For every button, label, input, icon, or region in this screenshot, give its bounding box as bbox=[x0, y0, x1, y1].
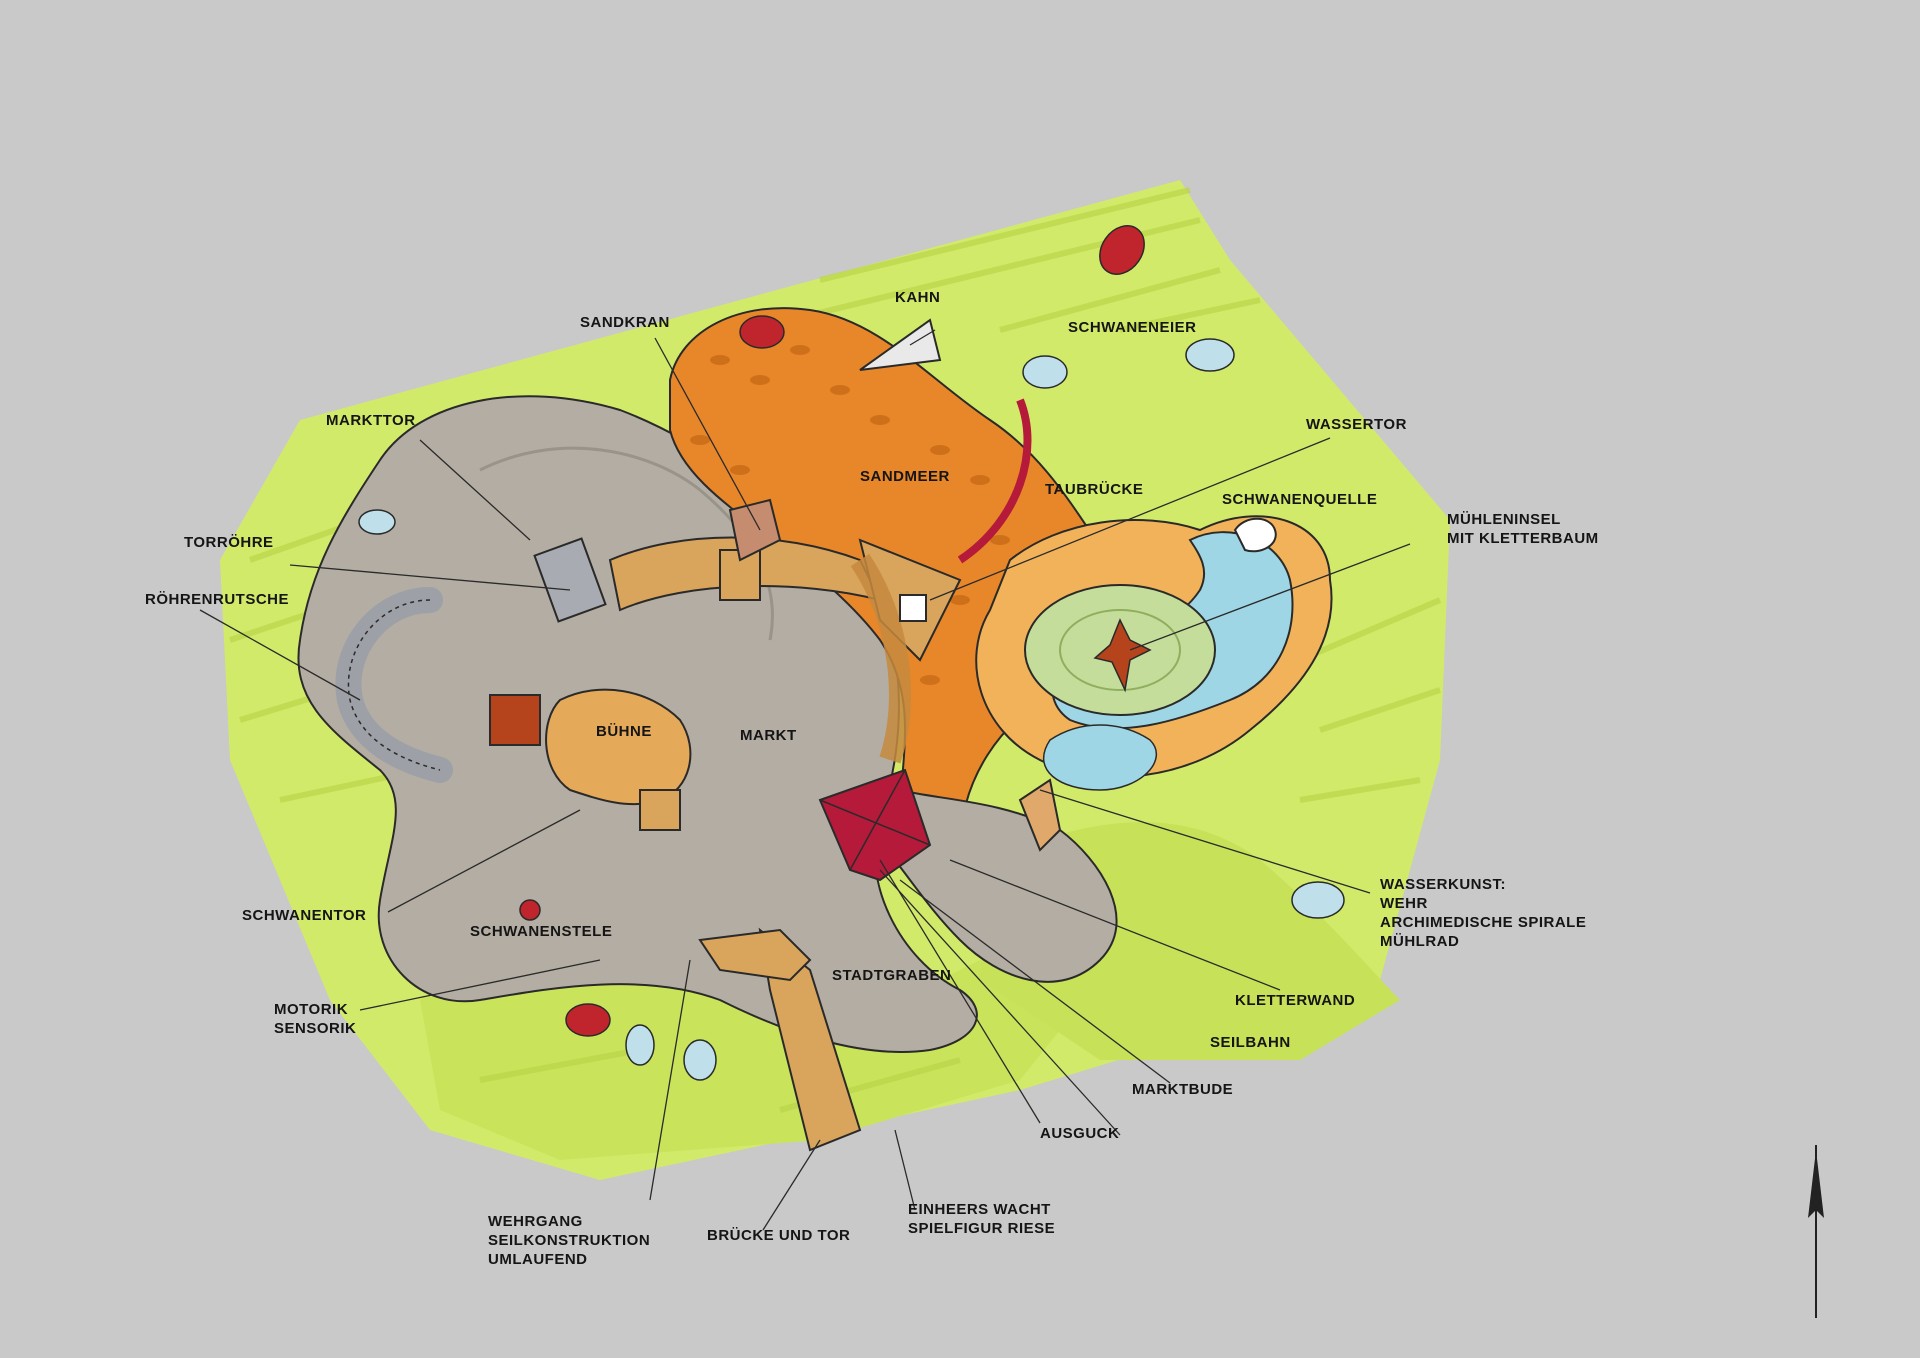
label-wasserkunst-line3: ARCHIMEDISCHE SPIRALE bbox=[1380, 914, 1587, 931]
label-muehleninsel: MÜHLENINSEL MIT KLETTERBAUM bbox=[1447, 510, 1599, 548]
label-ausguck: AUSGUCK bbox=[1040, 1125, 1120, 1142]
label-roehrenrutsche: RÖHRENRUTSCHE bbox=[145, 591, 290, 608]
label-muehleninsel-line1: MÜHLENINSEL bbox=[1447, 511, 1561, 528]
label-wasserkunst-line4: MÜHLRAD bbox=[1380, 933, 1460, 950]
label-seilbahn: SEILBAHN bbox=[1210, 1034, 1291, 1051]
label-einheers-line2: SPIELFIGUR RIESE bbox=[908, 1220, 1056, 1237]
label-muehleninsel-line2: MIT KLETTERBAUM bbox=[1447, 530, 1599, 547]
label-kletterwand: KLETTERWAND bbox=[1235, 992, 1356, 1009]
schwanentor-tower bbox=[489, 694, 541, 746]
marktbude-booth bbox=[639, 789, 681, 831]
label-wasserkunst-line1: WASSERKUNST: bbox=[1380, 876, 1507, 893]
label-taubruecke: TAUBRÜCKE bbox=[1045, 481, 1144, 498]
label-wasserkunst: WASSERKUNST: WEHR ARCHIMEDISCHE SPIRALE … bbox=[1380, 875, 1586, 951]
label-markt: MARKT bbox=[740, 727, 797, 744]
label-stadtgraben: STADTGRABEN bbox=[832, 967, 952, 984]
swan-figure-icon bbox=[1233, 517, 1277, 553]
sand-texture bbox=[690, 345, 1010, 685]
label-motorik-line1: MOTORIK bbox=[274, 1001, 349, 1018]
label-kahn: KAHN bbox=[895, 289, 941, 306]
label-wassertor: WASSERTOR bbox=[1306, 416, 1407, 433]
label-motorik: MOTORIK SENSORIK bbox=[274, 1000, 356, 1038]
label-schwaneneier: SCHWANENEIER bbox=[1068, 319, 1197, 336]
kahn-boat bbox=[859, 318, 942, 371]
label-wehrgang-line2: SEILKONSTRUKTION bbox=[488, 1232, 651, 1249]
label-sandmeer: SANDMEER bbox=[860, 468, 950, 485]
label-schwanenstele: SCHWANENSTELE bbox=[470, 923, 613, 940]
label-wehrgang: WEHRGANG SEILKONSTRUKTION UMLAUFEND bbox=[488, 1212, 650, 1269]
label-wehrgang-line3: UMLAUFEND bbox=[488, 1251, 588, 1268]
wasserkunst-pool bbox=[1043, 724, 1157, 791]
label-wehrgang-line1: WEHRGANG bbox=[488, 1213, 583, 1230]
kletterbaum-icon bbox=[1093, 618, 1152, 693]
label-marktbude: MARKTBUDE bbox=[1132, 1081, 1234, 1098]
label-buehne: BÜHNE bbox=[596, 723, 652, 740]
label-bruecke-und-tor: BRÜCKE UND TOR bbox=[707, 1227, 851, 1244]
wehrgang-deck-right bbox=[850, 553, 911, 764]
kletterwand-wall bbox=[1018, 778, 1062, 852]
leader-lines bbox=[199, 329, 1411, 1231]
label-motorik-line2: SENSORIK bbox=[274, 1020, 357, 1037]
label-schwanentor: SCHWANENTOR bbox=[242, 907, 367, 924]
schwaneneier-eggs bbox=[358, 225, 1345, 1081]
wassertor-box bbox=[899, 594, 927, 622]
gate-deck bbox=[698, 928, 812, 982]
label-sandkran: SANDKRAN bbox=[580, 314, 670, 331]
label-wasserkunst-line2: WEHR bbox=[1380, 895, 1428, 912]
label-schwanenquelle: SCHWANENQUELLE bbox=[1222, 491, 1378, 508]
north-arrow-icon bbox=[1808, 1145, 1824, 1318]
sandkran-canopy bbox=[728, 498, 782, 562]
taubruecke-bridge bbox=[957, 398, 1032, 564]
label-markttor: MARKTTOR bbox=[326, 412, 416, 429]
label-torroehre: TORRÖHRE bbox=[184, 534, 274, 551]
label-einheers-line1: EINHEERS WACHT bbox=[908, 1201, 1051, 1218]
label-einheers-wacht: EINHEERS WACHT SPIELFIGUR RIESE bbox=[908, 1200, 1055, 1238]
